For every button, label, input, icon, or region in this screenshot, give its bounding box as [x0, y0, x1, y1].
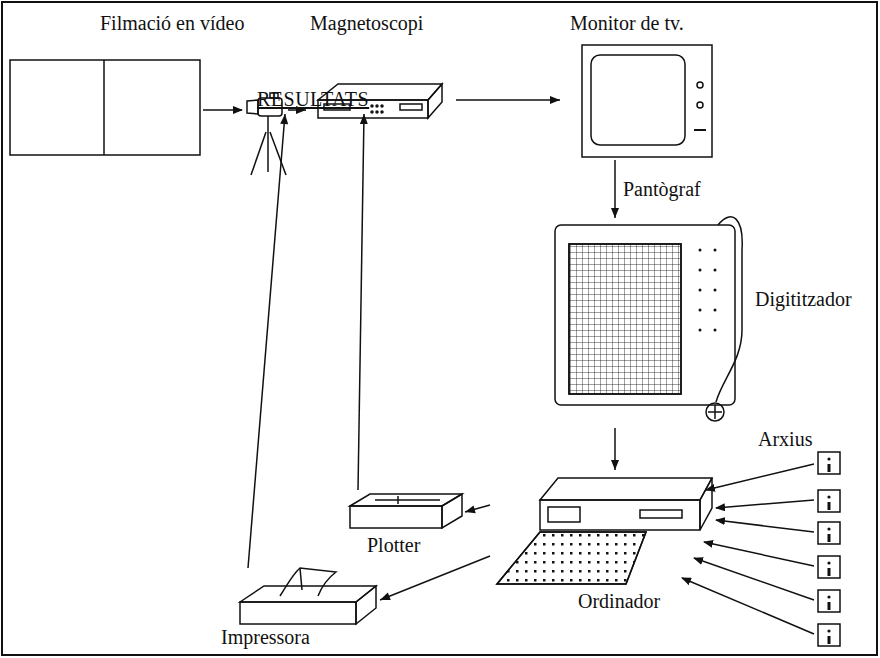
flow-arrow [248, 114, 288, 568]
flow-arrow [465, 505, 490, 513]
plotter-icon [350, 494, 462, 528]
device-node: Magnetoscopi [306, 8, 456, 128]
flow-arrow [611, 160, 619, 218]
device-node: Digititzador [550, 218, 872, 428]
device-node: Plotter [345, 490, 465, 562]
device-label: Ordinador [578, 590, 660, 612]
monitor-icon [582, 45, 712, 157]
device-label: Monitor de tv. [570, 12, 684, 34]
device-node: Ordinador [490, 470, 712, 620]
field [10, 60, 200, 155]
digitizer-icon [555, 217, 742, 421]
file-arrows [682, 464, 814, 634]
flow-arrow [456, 96, 560, 104]
device-label: Filmació en vídeo [100, 12, 244, 34]
flow-arrow [611, 428, 619, 470]
computer-icon [497, 478, 712, 584]
flow-arrow [358, 114, 368, 490]
device-label: Magnetoscopi [310, 12, 423, 34]
files-label: Arxius [758, 428, 812, 450]
flow-arrow [380, 556, 490, 600]
field-arrow [203, 109, 242, 111]
device-label: Digititzador [755, 288, 852, 310]
floppy-disks [818, 452, 840, 646]
edge-label: Pantògraf [623, 178, 701, 200]
device-node: Monitor de tv. [560, 8, 720, 160]
printer-icon [240, 568, 376, 624]
device-label: Impressora [221, 626, 310, 648]
device-node: RESULTATS [255, 86, 395, 114]
device-label: RESULTATS [257, 88, 369, 110]
device-node: Impressora [215, 568, 380, 650]
device-label: Plotter [367, 534, 420, 556]
